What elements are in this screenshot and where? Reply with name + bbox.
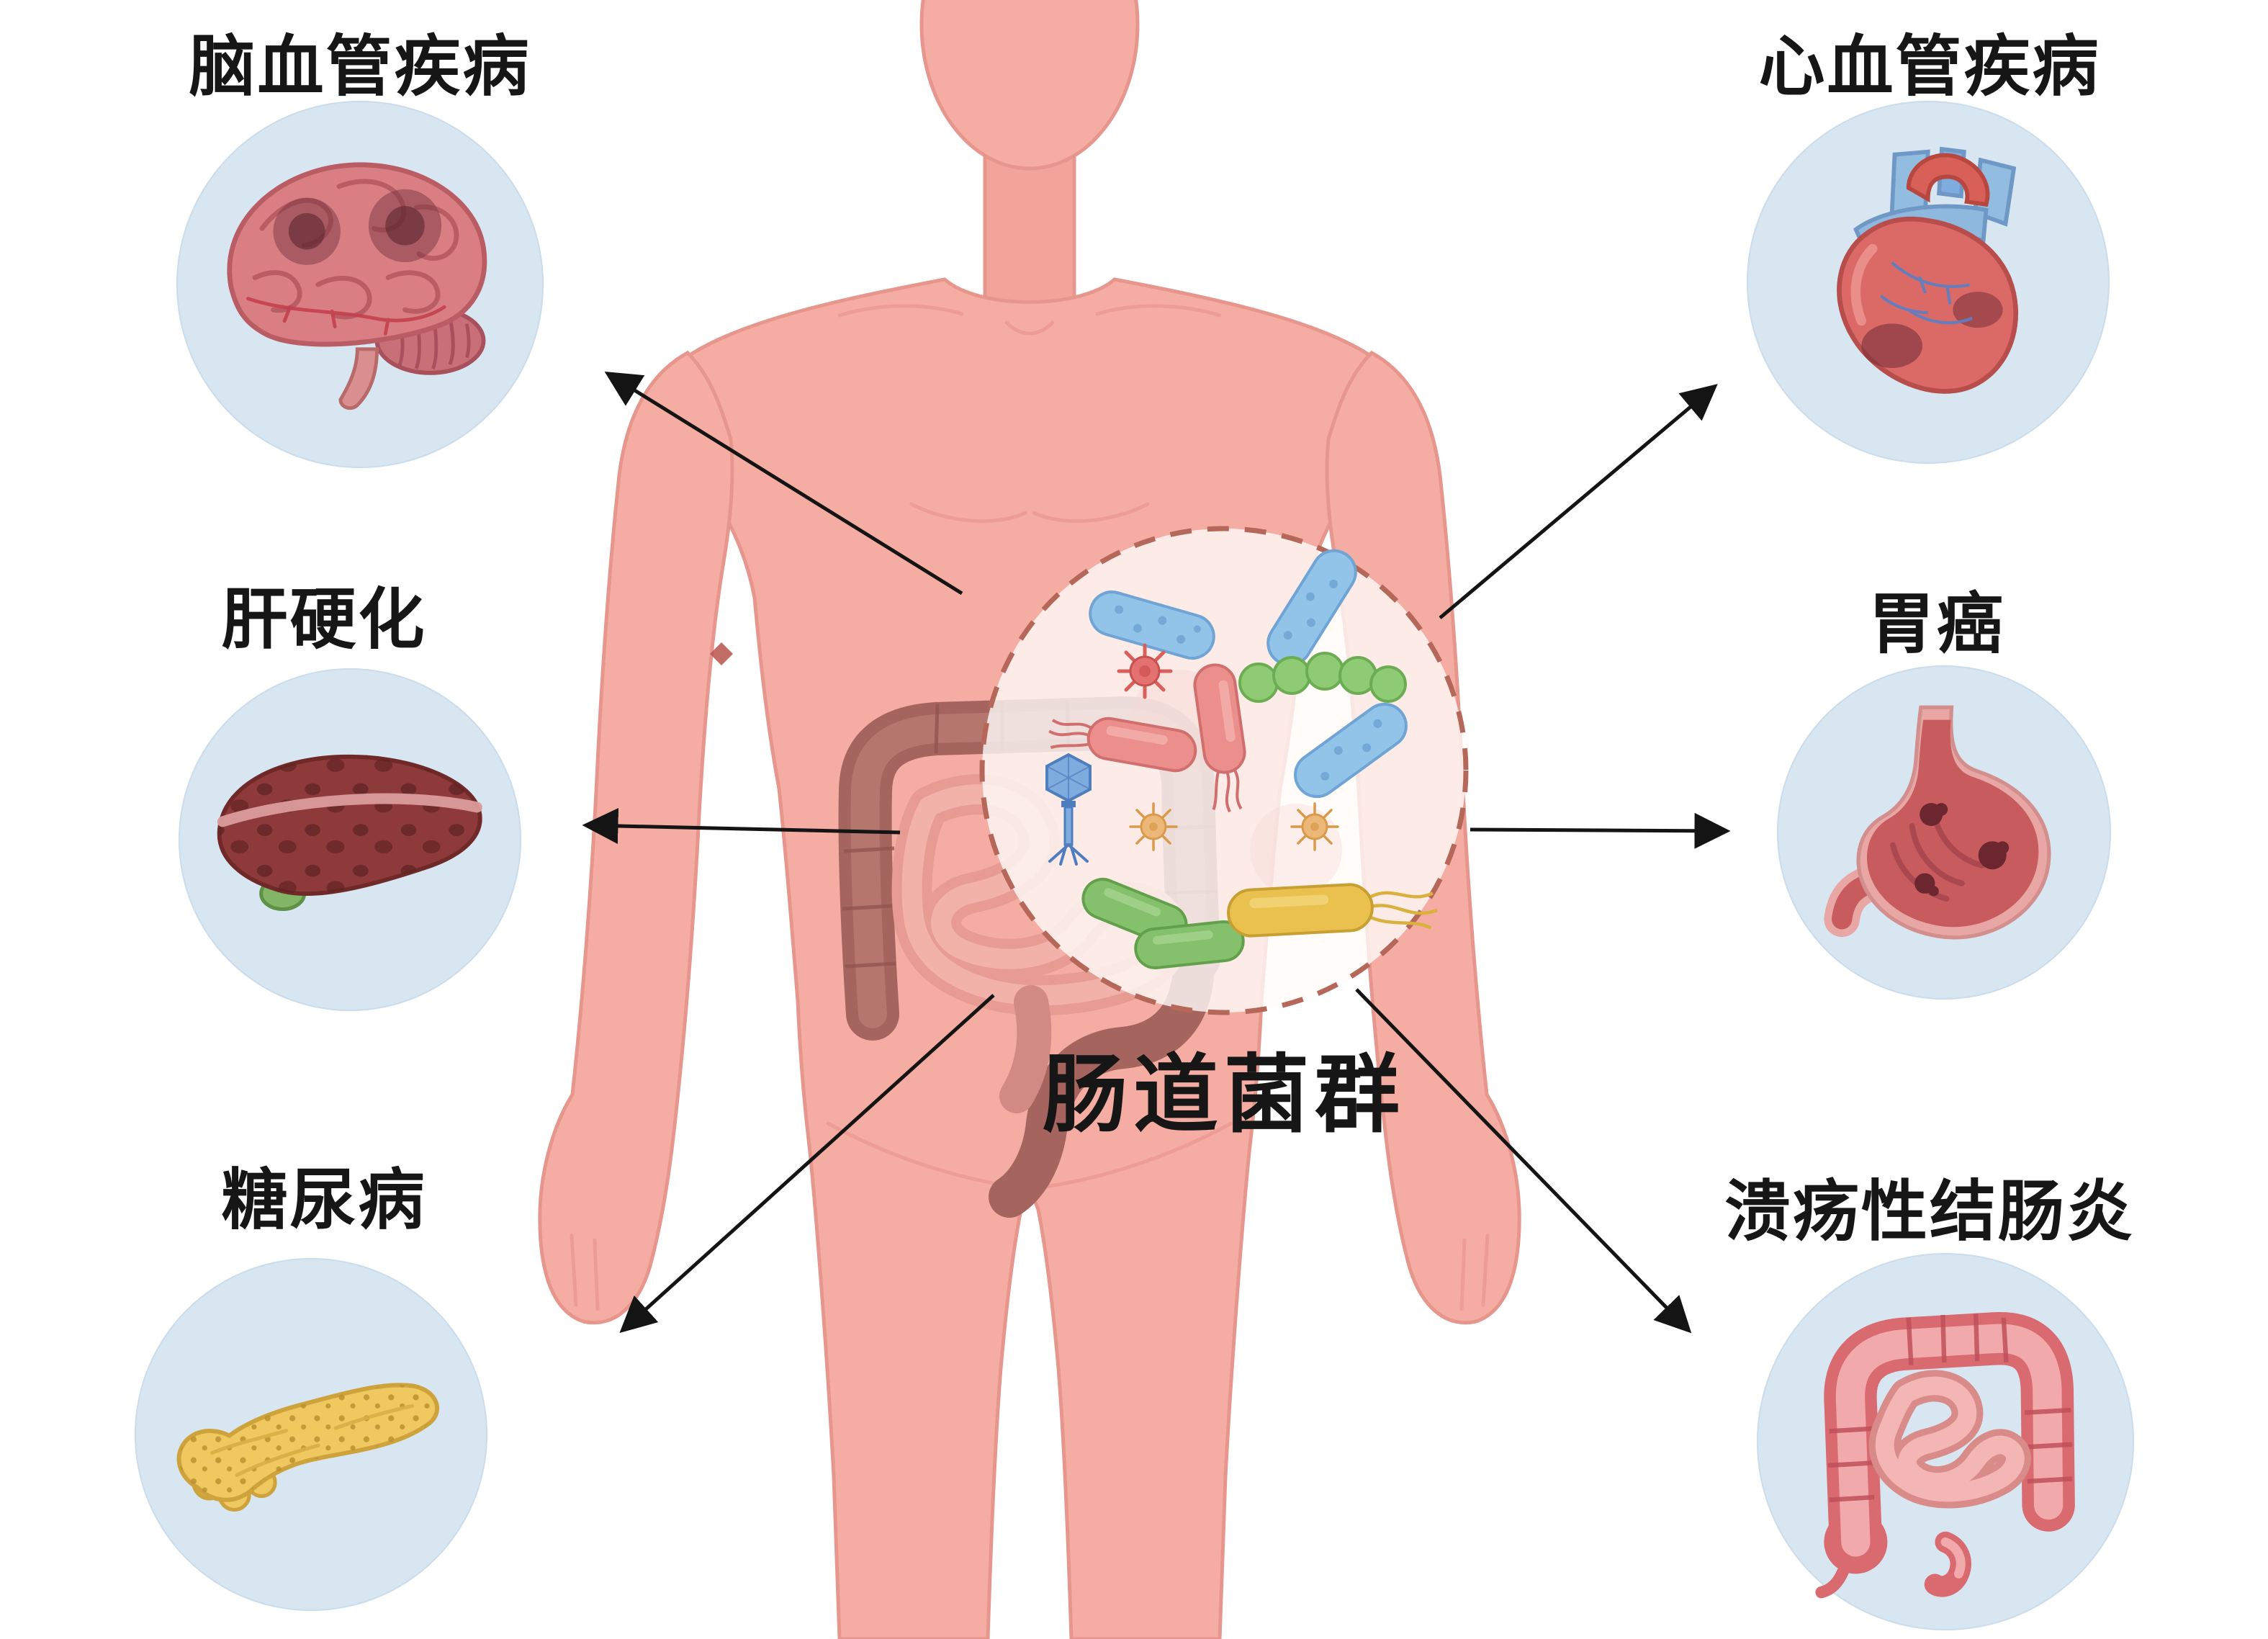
orange-microbe-icon xyxy=(1290,802,1339,851)
green-rod-bacterium-icon xyxy=(1134,920,1245,970)
colon-icon xyxy=(1815,1311,2075,1599)
left-arm xyxy=(538,350,734,1325)
pancreas-icon xyxy=(176,1383,440,1512)
label-cardiovascular-disease: 心血管疾病 xyxy=(1758,27,2101,105)
brain-icon xyxy=(227,162,487,410)
stomach-icon xyxy=(1824,705,2051,940)
bacteriophage-icon xyxy=(1045,753,1092,866)
label-liver-cirrhosis: 肝硬化 xyxy=(221,580,427,658)
label-ulcerative-colitis: 溃疡性结肠炎 xyxy=(1724,1172,2135,1250)
arrow-to-liver xyxy=(582,807,901,844)
organ-circle-colon xyxy=(1757,1253,2134,1630)
center-hub-label: 肠道菌群 xyxy=(1042,1044,1405,1144)
pink-rod-bacterium-icon xyxy=(1193,663,1246,813)
organ-circle-stomach xyxy=(1777,665,2111,1000)
heart-icon xyxy=(1837,147,2019,394)
blue-rod-bacterium-icon xyxy=(1294,702,1408,799)
arrow-to-stomach xyxy=(1470,812,1731,849)
orange-microbe-icon xyxy=(1129,802,1178,851)
label-gastric-cancer: 胃癌 xyxy=(1868,585,2005,663)
gut-microbiota-icon xyxy=(979,526,1469,1015)
label-cerebrovascular-disease: 脑血管疾病 xyxy=(189,27,531,105)
blue-rod-bacterium-icon xyxy=(1089,591,1215,660)
organ-circle-brain xyxy=(176,101,544,468)
label-diabetes: 糖尿病 xyxy=(221,1161,427,1239)
yellow-rod-bacterium-icon xyxy=(1227,883,1439,938)
arrow-to-brain xyxy=(604,372,963,596)
skin-mark xyxy=(710,642,733,665)
organ-circle-pancreas xyxy=(135,1258,487,1611)
arrow-to-colon xyxy=(1355,988,1692,1334)
pink-rod-bacterium-icon xyxy=(1048,717,1197,773)
arrow-to-pancreas xyxy=(619,994,995,1334)
organ-circle-heart xyxy=(1747,101,2110,464)
red-virus-icon xyxy=(1117,643,1173,699)
organ-circle-liver xyxy=(179,668,521,1011)
connector-arrows xyxy=(582,372,1731,1334)
body-shading-lines xyxy=(570,304,1490,1311)
liver-icon xyxy=(217,754,483,912)
green-cocci-chain-icon xyxy=(1238,652,1407,703)
arrow-to-heart xyxy=(1439,384,1718,619)
